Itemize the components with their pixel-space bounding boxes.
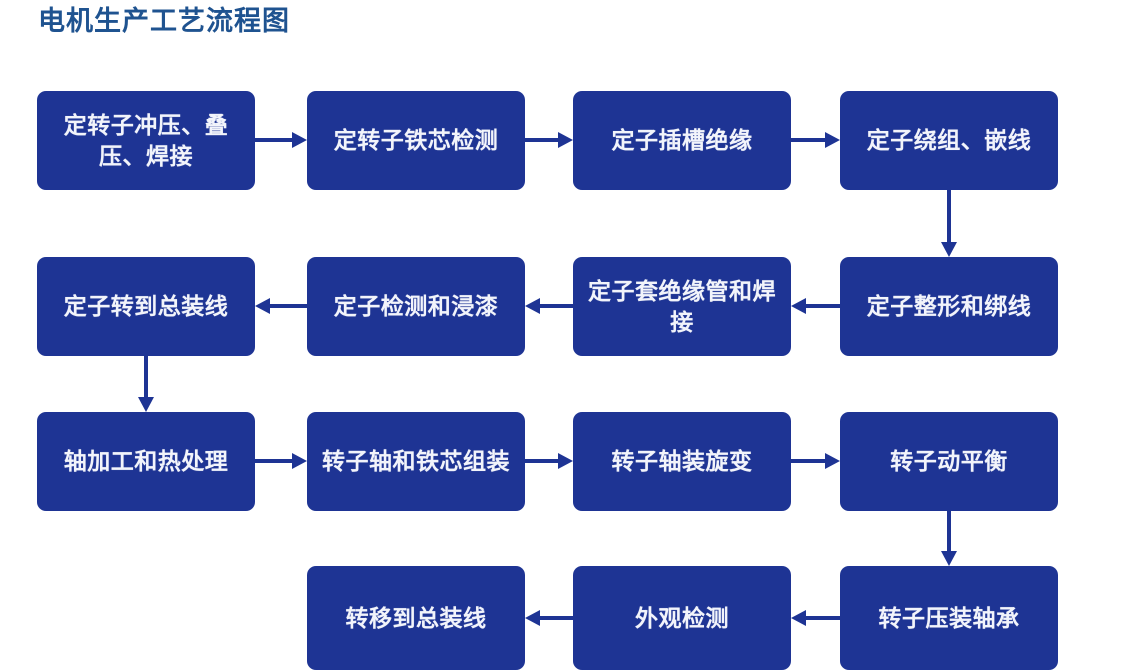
process-node[interactable]: 定子检测和浸漆 [307,257,525,356]
arrow-right-icon [525,453,573,469]
process-node[interactable]: 转移到总装线 [307,566,525,670]
arrowhead [825,132,840,148]
process-node[interactable]: 定子转到总装线 [37,257,255,356]
arrow-right-icon [791,453,840,469]
arrowhead [791,610,806,626]
arrowhead [292,453,307,469]
arrow-right-icon [525,132,573,148]
process-node[interactable]: 转子轴和铁芯组装 [307,412,525,511]
arrowhead [525,610,540,626]
process-node-label: 定转子铁芯检测 [333,127,499,154]
process-node[interactable]: 转子轴装旋变 [573,412,791,511]
process-node[interactable]: 定子绕组、嵌线 [840,91,1058,190]
process-node-label: 转子动平衡 [890,448,1008,475]
arrow-right-icon [255,453,307,469]
arrow-right-icon [255,132,307,148]
arrow-left-icon [525,610,573,626]
page-title: 电机生产工艺流程图 [38,6,290,36]
process-node-label: 定子插槽绝缘 [611,127,753,154]
process-node[interactable]: 定转子铁芯检测 [307,91,525,190]
process-node-label: 定子转到总装线 [63,293,229,320]
process-node[interactable]: 定子插槽绝缘 [573,91,791,190]
process-node-label: 外观检测 [635,604,729,631]
process-node-label: 定子绕组、嵌线 [866,127,1032,154]
process-node[interactable]: 轴加工和热处理 [37,412,255,511]
arrow-left-icon [791,610,840,626]
process-node[interactable]: 定转子冲压、叠压、焊接 [37,91,255,190]
arrowhead [255,298,270,314]
process-node[interactable]: 转子压装轴承 [840,566,1058,670]
arrowhead [525,298,540,314]
arrowhead [292,132,307,148]
arrow-right-icon [791,132,840,148]
arrowhead [941,242,957,257]
arrowhead [558,132,573,148]
arrowhead [941,551,957,566]
process-node[interactable]: 定子整形和绑线 [840,257,1058,356]
arrowhead [825,453,840,469]
arrow-left-icon [525,298,573,314]
process-node-label: 轴加工和热处理 [63,448,229,475]
process-node[interactable]: 转子动平衡 [840,412,1058,511]
process-node-label: 转移到总装线 [345,604,487,631]
arrowhead [791,298,806,314]
arrow-down-icon [941,511,957,566]
process-node[interactable]: 外观检测 [573,566,791,670]
process-node-label: 定子整形和绑线 [866,293,1032,320]
process-node-label: 转子轴和铁芯组装 [322,448,510,475]
process-node-label: 定子套绝缘管和焊接 [588,278,776,335]
process-node-label: 定转子冲压、叠压、焊接 [63,112,229,169]
arrowhead [558,453,573,469]
process-node[interactable]: 定子套绝缘管和焊接 [573,257,791,356]
arrow-left-icon [255,298,307,314]
process-node-label: 定子检测和浸漆 [333,293,499,320]
process-node-label: 转子轴装旋变 [611,448,753,475]
arrow-down-icon [941,190,957,257]
process-node-label: 转子压装轴承 [878,604,1020,631]
arrowhead [138,397,154,412]
arrow-down-icon [138,356,154,412]
arrow-left-icon [791,298,840,314]
